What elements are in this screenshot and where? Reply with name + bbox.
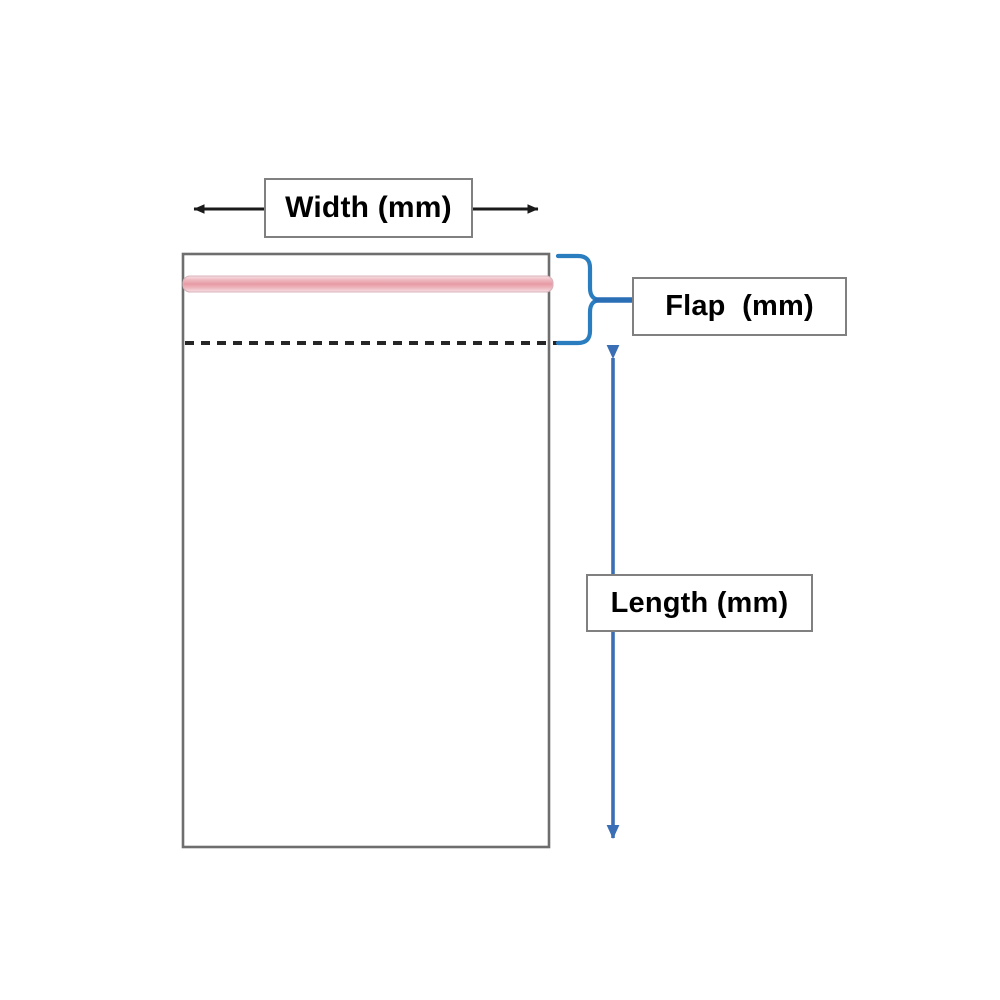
flap-label-box: Flap (mm): [632, 277, 847, 336]
width-label-text: Width (mm): [285, 191, 452, 224]
flap-brace-upper-half: [555, 253, 604, 303]
width-label-box: Width (mm): [264, 178, 473, 238]
mailer-bag-shape: [181, 252, 551, 849]
adhesive-seal-strip: [182, 275, 554, 293]
adhesive-strip-body: [182, 275, 554, 293]
bag-outline: [181, 252, 551, 849]
length-label-box: Length (mm): [586, 574, 813, 632]
flap-curly-brace: [555, 253, 637, 346]
flap-label-text: Flap (mm): [665, 290, 814, 322]
flap-brace-lower-half: [555, 297, 604, 346]
length-label-text: Length (mm): [610, 586, 789, 619]
